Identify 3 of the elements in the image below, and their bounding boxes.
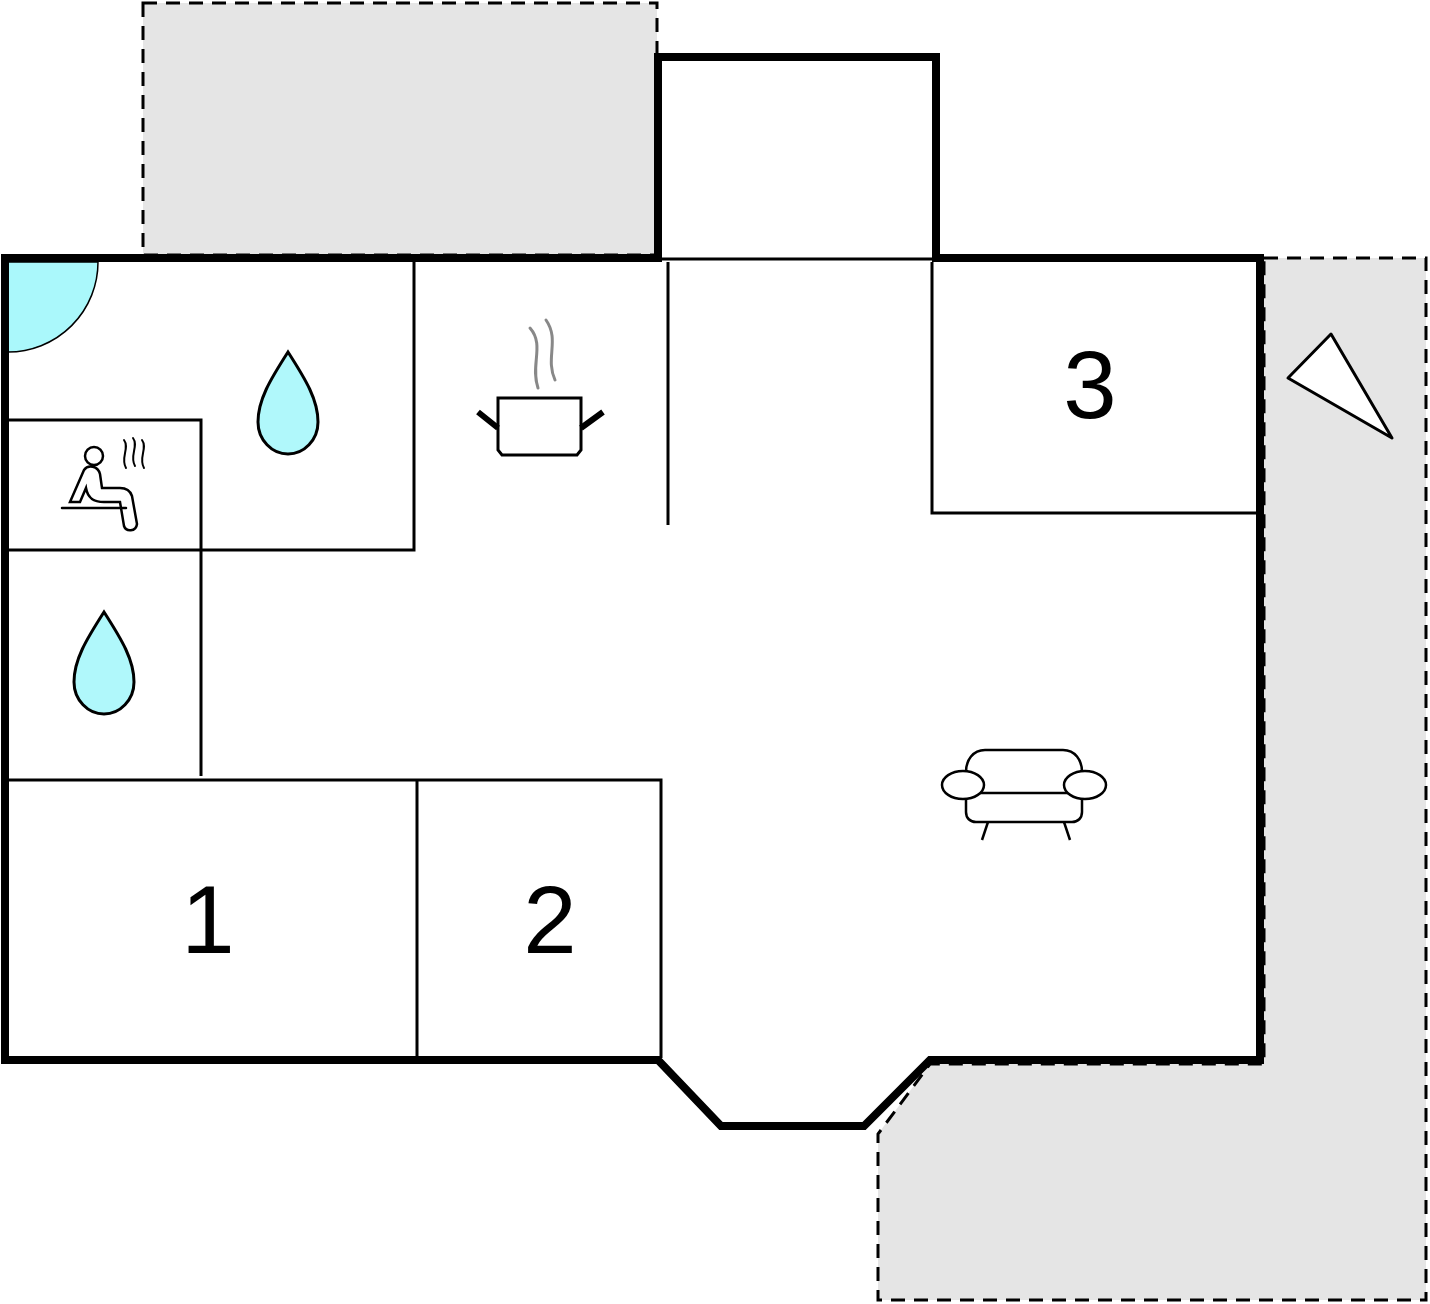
room-number: 1 — [181, 872, 235, 968]
room-number: 3 — [1063, 337, 1117, 433]
room-number: 2 — [523, 872, 577, 968]
